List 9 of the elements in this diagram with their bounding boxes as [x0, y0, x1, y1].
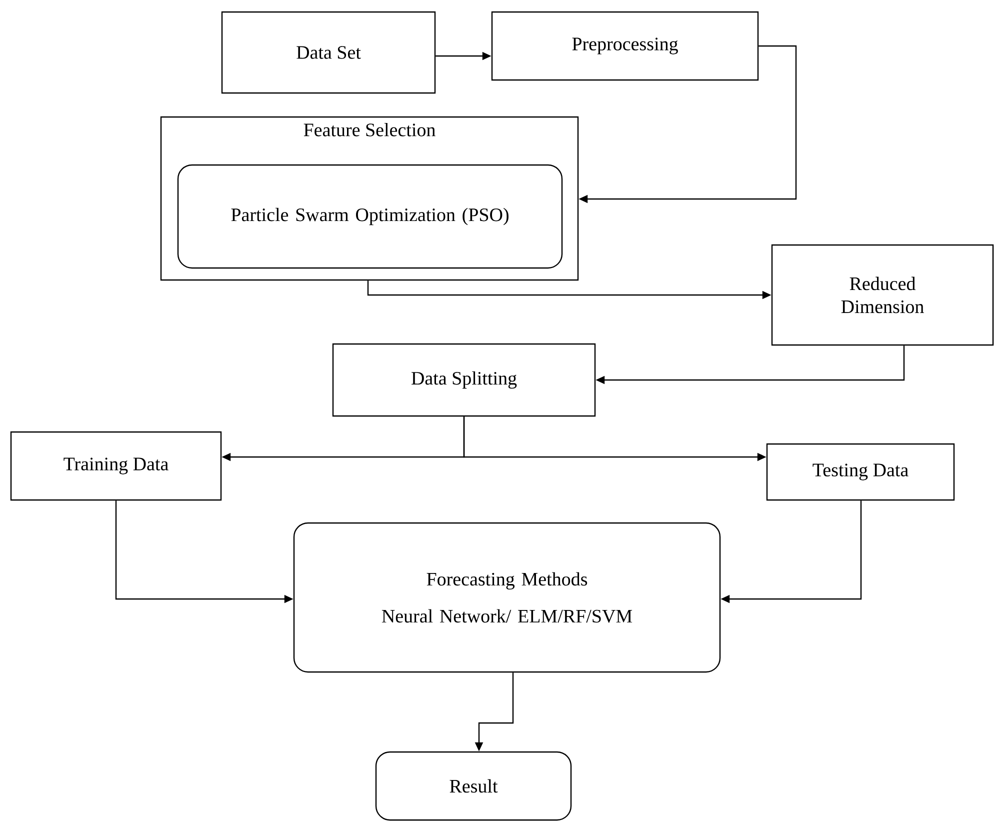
process-box: Data Set: [221, 11, 436, 94]
rounded-box: Result: [375, 751, 572, 821]
process-box: Training Data: [10, 431, 222, 501]
process-box: Testing Data: [766, 443, 955, 501]
rounded-box: Particle Swarm Optimization (PSO): [177, 164, 563, 269]
process-box: Preprocessing: [491, 11, 759, 81]
process-box: Reduced Dimension: [771, 244, 994, 346]
rounded-box: Forecasting Methods Neural Network/ ELM/RF/SVM: [293, 522, 721, 673]
process-box: Data Splitting: [332, 343, 596, 417]
